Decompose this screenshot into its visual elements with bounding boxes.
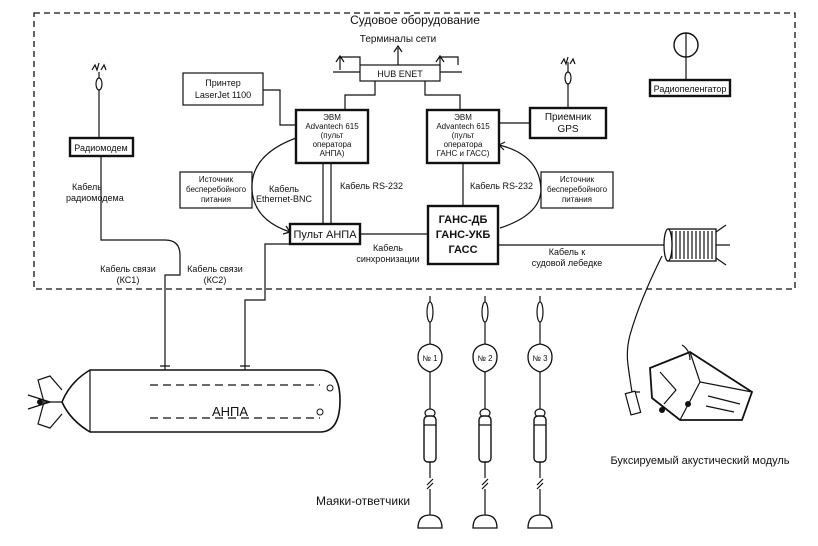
gps-label-2: GPS [557, 124, 578, 135]
pc-gans-line-2: Advantech 615 [436, 122, 490, 131]
radiomodem-antenna-icon [91, 62, 107, 138]
radiomodem-cable-2: радиомодема [66, 193, 124, 203]
pc-gans-line-3: (пульт [452, 131, 475, 140]
power-arc-left [251, 137, 297, 233]
pc-anpa-line-2: Advantech 615 [305, 122, 359, 131]
winch-icon [663, 224, 730, 266]
towed-module-icon [624, 344, 754, 421]
beacons: № 1 № 2 № 3 [417, 296, 553, 529]
gans-line-3: ГАСС [448, 244, 477, 256]
ups-left-1: Источник [199, 175, 234, 184]
hub-label: HUB ENET [377, 69, 423, 79]
ups-right-2: бесперебойного [547, 185, 608, 194]
network-terminals: Терминалы сети [333, 34, 462, 73]
ethernet-cable-2: Ethernet-BNC [256, 194, 313, 204]
radiomodem-cable-1: Кабель [72, 182, 102, 192]
winch-cable-1: Кабель к [549, 247, 585, 257]
winch-cable-2: судовой лебедке [532, 258, 602, 268]
underwater-vehicle-icon [27, 360, 341, 433]
ups-left-2: бесперебойного [186, 185, 247, 194]
ups-left-box [179, 171, 253, 209]
gans-line-2: ГАНС-УКБ [436, 229, 491, 241]
radio-finder-box [648, 78, 732, 98]
ups-right-1: Источник [560, 175, 595, 184]
beacon-number: № 1 [422, 354, 438, 363]
ship-equipment-frame [33, 12, 796, 290]
ethernet-cable-1: Кабель [269, 184, 299, 194]
gps-label-1: Приемник [545, 112, 592, 123]
pc-gans-line-1: ЭВМ [454, 113, 472, 122]
comm-cable-2-line [244, 243, 290, 360]
ups-right-box [540, 171, 614, 209]
comm-cable-1-id: (КС1) [117, 275, 140, 285]
printer-label-1: Принтер [205, 78, 241, 88]
pc-anpa-line-5: АНПА) [320, 149, 345, 158]
ups-right-3: питания [562, 195, 592, 204]
gps-antenna-icon [560, 56, 576, 108]
printer-label-2: LaserJet 1100 [195, 90, 251, 100]
printer-box [182, 72, 264, 106]
pc-anpa-line-1: ЭВМ [323, 113, 341, 122]
gps-box [528, 106, 608, 140]
rs232-right-label: Кабель RS-232 [470, 181, 533, 191]
gans-box [426, 204, 500, 266]
gans-line-1: ГАНС-ДБ [439, 214, 488, 226]
anpa-console-label: Пульт АНПА [293, 229, 357, 241]
radio-finder-label: Радиопеленгатор [654, 84, 727, 94]
transponder-beacon-icon: № 1 [417, 296, 443, 529]
frame-title: Судовое оборудование [350, 13, 480, 27]
transponder-beacon-icon: № 3 [527, 296, 553, 529]
pc-anpa-box [294, 108, 370, 165]
comm-cable-2-label: Кабель связи [187, 264, 243, 274]
pc-gans-line-4: оператора [444, 140, 483, 149]
radiomodem-label: Радиомодем [74, 143, 127, 153]
comm-cable-2-id: (КС2) [204, 275, 227, 285]
power-arc-right [498, 144, 542, 229]
transponder-beacon-icon: № 2 [472, 296, 498, 529]
rs232-left-label: Кабель RS-232 [340, 181, 403, 191]
pc-gans-line-5: ГАНС и ГАСС) [437, 149, 490, 158]
comm-cable-1-label: Кабель связи [100, 264, 156, 274]
vehicle-label: АНПА [212, 404, 248, 419]
radio-finder-icon [673, 32, 699, 80]
comm-cable-1-line [164, 239, 181, 360]
network-terminals-label: Терминалы сети [360, 34, 436, 45]
ups-left-3: питания [201, 195, 231, 204]
tow-cable [626, 255, 663, 366]
towed-module-label: Буксируемый акустический модуль [610, 455, 789, 467]
beacon-number: № 2 [477, 354, 493, 363]
sync-cable-2: синхронизации [356, 254, 419, 264]
hub-box [359, 64, 441, 82]
pc-anpa-line-4: оператора [313, 140, 352, 149]
beacons-label: Маяки-ответчики [316, 494, 410, 508]
pc-anpa-line-3: (пульт [321, 131, 344, 140]
sync-cable-1: Кабель [373, 243, 403, 253]
beacon-number: № 3 [532, 354, 548, 363]
